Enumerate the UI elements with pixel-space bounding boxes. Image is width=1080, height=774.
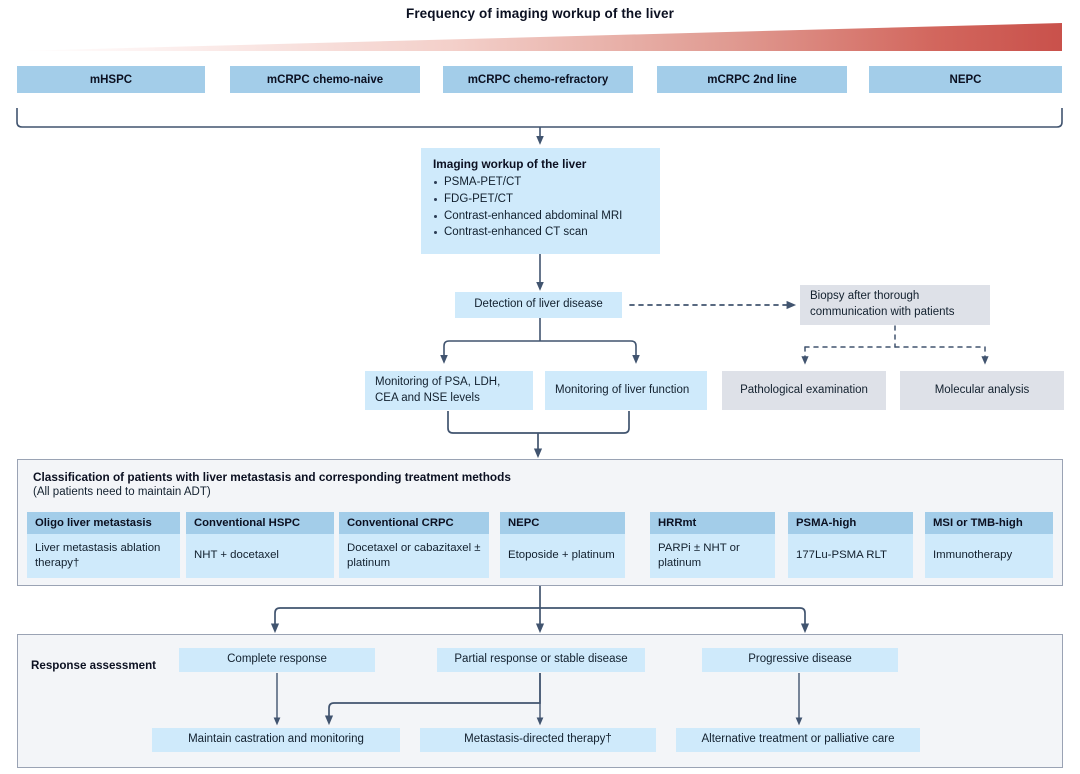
- detection-split-bracket: [440, 318, 640, 364]
- imaging-workup-box[interactable]: Imaging workup of the liver PSMA-PET/CT …: [421, 148, 660, 254]
- treatment-column-body: Etoposide + platinum: [500, 534, 625, 578]
- outcome-box-complete-response[interactable]: Complete response: [179, 648, 375, 672]
- treatment-column-header: HRRmt: [650, 512, 775, 534]
- treatment-column-body: 177Lu-PSMA RLT: [788, 534, 913, 578]
- treatment-column-conventional-hspc[interactable]: Conventional HSPC NHT + docetaxel: [186, 512, 334, 578]
- frequency-gradient-wedge: [17, 23, 1062, 51]
- pathological-examination-box[interactable]: Pathological examination: [722, 371, 886, 410]
- response-assessment-label: Response assessment: [31, 659, 157, 672]
- molecular-analysis-box[interactable]: Molecular analysis: [900, 371, 1064, 410]
- treatment-column-hrrmt[interactable]: HRRmt PARPi ± NHT or platinum: [650, 512, 775, 578]
- treatment-column-psma-high[interactable]: PSMA-high 177Lu-PSMA RLT: [788, 512, 913, 578]
- detection-of-liver-disease-box[interactable]: Detection of liver disease: [455, 292, 622, 318]
- treatment-column-header: MSI or TMB-high: [925, 512, 1053, 534]
- imaging-workup-list: PSMA-PET/CT FDG-PET/CT Contrast-enhanced…: [433, 174, 648, 241]
- classification-to-response-bracket: [270, 586, 810, 634]
- action-box-metastasis-directed-therapy[interactable]: Metastasis-directed therapy†: [420, 728, 656, 752]
- treatment-column-nepc[interactable]: NEPC Etoposide + platinum: [500, 512, 625, 578]
- outcome-box-progressive-disease[interactable]: Progressive disease: [702, 648, 898, 672]
- treatment-column-body: Liver metastasis ablation therapy†: [27, 534, 180, 578]
- classification-title: Classification of patients with liver me…: [33, 470, 511, 484]
- stage-box-mhspc[interactable]: mHSPC: [17, 66, 205, 93]
- stages-to-workup-bracket: [16, 108, 1063, 145]
- treatment-column-header: Oligo liver metastasis: [27, 512, 180, 534]
- imaging-workup-item: FDG-PET/CT: [433, 191, 648, 208]
- page-title: Frequency of imaging workup of the liver: [405, 6, 675, 21]
- treatment-column-body: Immunotherapy: [925, 534, 1053, 578]
- imaging-workup-item: Contrast-enhanced CT scan: [433, 224, 648, 241]
- biopsy-split-dashed-bracket: [801, 325, 989, 365]
- stage-box-nepc[interactable]: NEPC: [869, 66, 1062, 93]
- monitoring-liver-function-box[interactable]: Monitoring of liver function: [545, 371, 707, 410]
- stage-box-mcrpc-chemo-naive[interactable]: mCRPC chemo-naive: [230, 66, 420, 93]
- treatment-column-header: Conventional HSPC: [186, 512, 334, 534]
- monitoring-merge-bracket: [447, 411, 630, 459]
- action-box-alternative-treatment[interactable]: Alternative treatment or palliative care: [676, 728, 920, 752]
- imaging-workup-item: Contrast-enhanced abdominal MRI: [433, 208, 648, 225]
- treatment-column-oligo-liver-metastasis[interactable]: Oligo liver metastasis Liver metastasis …: [27, 512, 180, 578]
- imaging-workup-title: Imaging workup of the liver: [433, 157, 587, 171]
- outcome-box-partial-response[interactable]: Partial response or stable disease: [437, 648, 645, 672]
- treatment-column-body: Docetaxel or cabazitaxel ± platinum: [339, 534, 489, 578]
- treatment-column-conventional-crpc[interactable]: Conventional CRPC Docetaxel or cabazitax…: [339, 512, 489, 578]
- treatment-column-header: Conventional CRPC: [339, 512, 489, 534]
- classification-subtitle: (All patients need to maintain ADT): [33, 486, 211, 498]
- action-box-maintain-castration[interactable]: Maintain castration and monitoring: [152, 728, 400, 752]
- monitoring-labs-box[interactable]: Monitoring of PSA, LDH, CEA and NSE leve…: [365, 371, 533, 410]
- imaging-workup-item: PSMA-PET/CT: [433, 174, 648, 191]
- treatment-column-body: PARPi ± NHT or platinum: [650, 534, 775, 578]
- treatment-column-msi-tmb-high[interactable]: MSI or TMB-high Immunotherapy: [925, 512, 1053, 578]
- stage-box-mcrpc-chemo-refractory[interactable]: mCRPC chemo-refractory: [443, 66, 633, 93]
- biopsy-box[interactable]: Biopsy after thorough communication with…: [800, 285, 990, 325]
- treatment-column-header: NEPC: [500, 512, 625, 534]
- stage-box-mcrpc-2nd-line[interactable]: mCRPC 2nd line: [657, 66, 847, 93]
- treatment-column-body: NHT + docetaxel: [186, 534, 334, 578]
- treatment-column-header: PSMA-high: [788, 512, 913, 534]
